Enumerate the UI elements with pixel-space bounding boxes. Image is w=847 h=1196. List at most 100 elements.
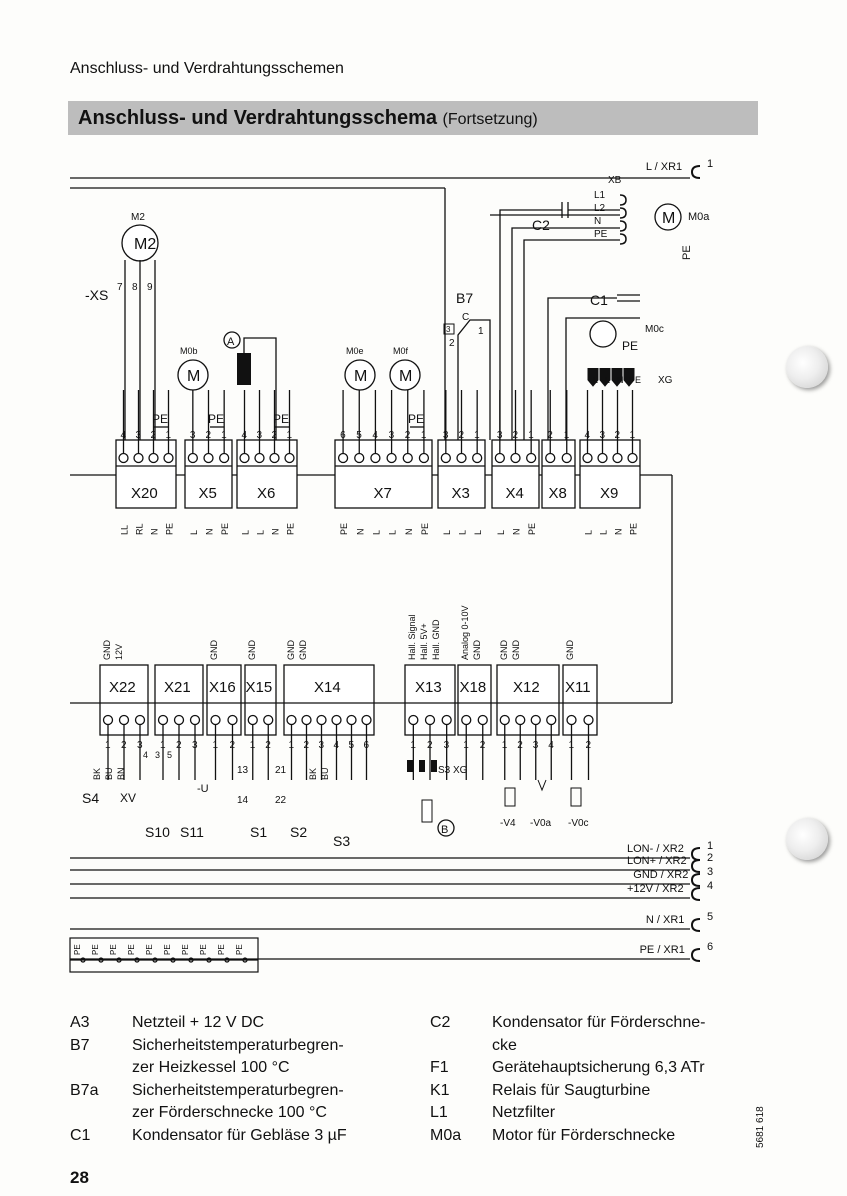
- legend-code: L1: [430, 1104, 448, 1121]
- signal-label: N: [355, 529, 365, 536]
- terminal-label: X9: [600, 485, 618, 502]
- pe-bar-label: PE: [109, 944, 118, 955]
- screw-icon: [441, 714, 452, 726]
- xv-label: XV: [120, 791, 136, 805]
- bus-label: LON- / XR2: [627, 843, 684, 855]
- bus-number: 2: [707, 852, 713, 864]
- signal-label: L: [442, 530, 452, 535]
- screw-icon: [583, 714, 594, 726]
- connector-icon: [619, 233, 627, 245]
- terminal-label: X6: [257, 485, 275, 502]
- m0c-motor-icon: [589, 320, 617, 348]
- signal-label: LL: [120, 525, 130, 535]
- legend-description: Sicherheitstemperaturbegren-: [132, 1081, 344, 1099]
- legend-row: zer Heizkessel 100 °C: [70, 1057, 410, 1080]
- signal-label: GND: [499, 640, 509, 661]
- bus-number: 1: [707, 840, 713, 852]
- document-id: 5681 618: [755, 1106, 766, 1148]
- pe-bar-label: PE: [91, 944, 100, 955]
- screw-icon: [239, 452, 250, 464]
- screw-icon: [472, 452, 483, 464]
- bus-label: +12V / XR2: [627, 883, 684, 895]
- signal-label: GND: [298, 640, 308, 661]
- screw-icon: [418, 452, 430, 464]
- wire-color: BK: [92, 768, 102, 780]
- xv-pin: 5: [167, 750, 172, 760]
- pe-label: PE: [273, 412, 289, 426]
- signal-label: N: [512, 529, 522, 536]
- legend-code: [430, 1035, 492, 1058]
- signal-label: PE: [339, 523, 349, 535]
- m0a-label: M0a: [688, 211, 710, 223]
- screw-icon: [247, 714, 258, 726]
- screw-icon: [203, 452, 214, 464]
- bus-connector-icon: [690, 887, 701, 901]
- signal-label: L: [473, 530, 483, 535]
- s3-label: S3: [333, 833, 350, 849]
- b7-pin: 1: [478, 326, 484, 337]
- pe-bar-label: PE: [127, 944, 136, 955]
- terminal-label: X22: [109, 679, 136, 696]
- pe-bar-label: PE: [217, 944, 226, 955]
- bus-connector-icon: [690, 873, 701, 887]
- m0c-pe: PE: [622, 339, 638, 353]
- screw-icon: [627, 452, 638, 464]
- m0a-pe: PE: [681, 245, 693, 260]
- m0f-label: M0f: [393, 346, 409, 356]
- legend-code: F1: [430, 1059, 449, 1076]
- screw-icon: [227, 714, 238, 726]
- screw-icon: [597, 452, 608, 464]
- xg-label: XG: [658, 375, 673, 386]
- screw-icon: [402, 452, 413, 464]
- page-number: 28: [70, 1168, 89, 1187]
- a3-block-icon: [237, 353, 251, 385]
- wire-color: BK: [308, 768, 318, 780]
- signal-label: L: [256, 530, 266, 535]
- terminal-label: X3: [452, 485, 470, 502]
- b7-box-num: 3: [446, 325, 451, 334]
- bus-number: 6: [707, 941, 713, 953]
- legend-description: Motor für Förderschnecke: [492, 1126, 676, 1144]
- b7-c-label: C: [462, 312, 469, 323]
- bus-connector-icon: [690, 859, 701, 873]
- screw-icon: [331, 714, 342, 726]
- b7-pin: 2: [449, 338, 455, 349]
- wire: [547, 297, 617, 440]
- terminal-block-x6: [236, 439, 298, 509]
- signal-label: PE: [165, 523, 175, 535]
- m0a-motor-symbol: M: [662, 210, 675, 227]
- screw-icon: [582, 452, 593, 464]
- wire: [565, 317, 640, 440]
- bus-label: N / XR1: [646, 914, 685, 926]
- signal-label: L: [241, 530, 251, 535]
- signal-label: GND: [286, 640, 296, 661]
- xv-pin: 3: [155, 750, 160, 760]
- bus-label: L / XR1: [646, 161, 682, 173]
- screw-icon: [263, 714, 274, 726]
- legend-description: Netzfilter: [492, 1104, 556, 1121]
- bus-connector-icon: [690, 918, 701, 932]
- title-subtitle: (Fortsetzung): [442, 111, 538, 128]
- signal-label: L: [584, 530, 594, 535]
- s2-pin: 21: [275, 765, 287, 776]
- bus-number: 4: [707, 880, 713, 892]
- section-header: Anschluss- und Verdrahtungsschemen: [70, 60, 344, 77]
- terminal-block-x21: [154, 664, 204, 736]
- terminal-block-x16: [206, 664, 242, 736]
- s11-label: S11: [180, 824, 204, 840]
- screw-icon: [133, 452, 144, 464]
- screw-icon: [370, 452, 381, 464]
- legend-description: zer Förderschnecke 100 °C: [132, 1104, 327, 1121]
- signal-label: L: [458, 530, 468, 535]
- legend-code: C1: [70, 1126, 91, 1144]
- signal-label: GND: [209, 640, 219, 661]
- xg-pin: L: [605, 375, 610, 385]
- signal-label: L: [599, 530, 609, 535]
- wire: [499, 209, 562, 440]
- page-title: Anschluss- und Verdrahtungsschema (Forts…: [78, 107, 538, 130]
- signal-label: GND: [247, 640, 257, 661]
- s1-pin: 14: [237, 795, 249, 806]
- screw-icon: [210, 714, 221, 726]
